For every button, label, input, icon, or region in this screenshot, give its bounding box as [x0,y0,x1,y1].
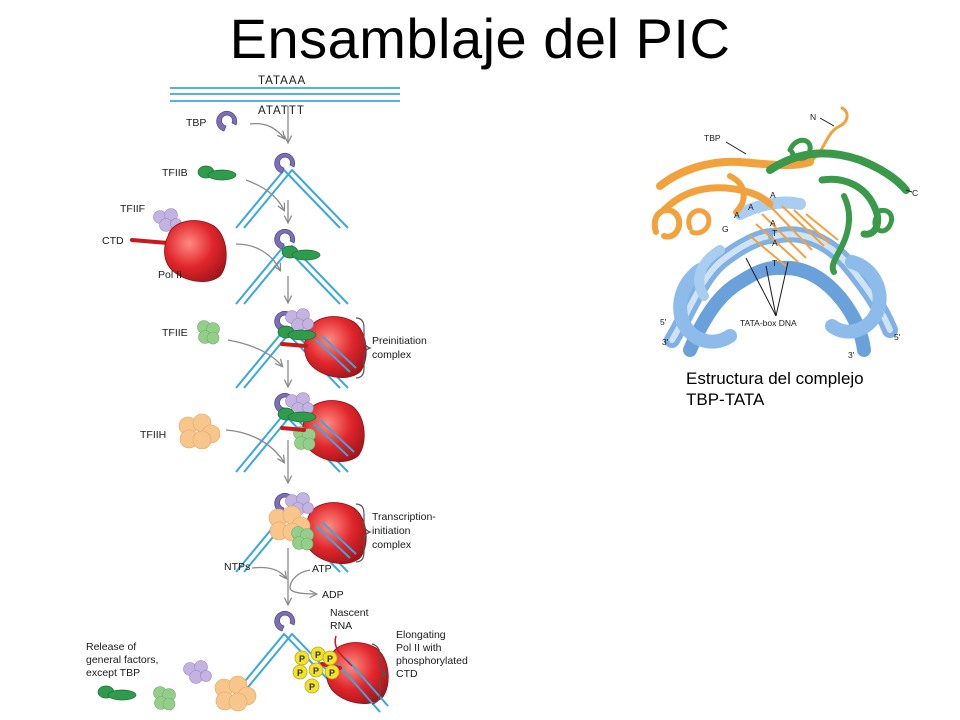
phospho-mark: P [313,666,319,676]
dna-seq-bottom: ATATTT [258,105,305,117]
label-tfiie: TFIIE [162,327,188,339]
label-tbp: TBP [186,117,206,129]
base-label: A [772,238,778,248]
label-elongating-1: Elongating [396,629,446,641]
caption-line-1: Estructura del complejo [686,369,864,388]
label-release-2: general factors, [86,654,158,666]
elongating-label: Elongating Pol II with phosphorylated CT… [371,629,468,705]
dna-ribbons [664,196,898,357]
tbp-bound-icon [274,610,296,632]
label-tfiib: TFIIB [162,167,188,179]
released-factors: Release of general factors, except TBP [86,641,257,712]
tfiie-released-icon [153,686,176,711]
step-pol2: TFIIF CTD Pol II [102,203,349,305]
pointer-lines [725,117,913,317]
label-initiation-2: initiation [372,525,411,537]
step-tfiib: TFIIB [162,152,349,229]
step-tbp: TBP [186,110,284,138]
step-tfiih: TFIIH [140,392,365,473]
struct-label-n: N [810,112,816,122]
phospho-mark: P [297,668,303,678]
phospho-ctd: P P P P P P P [292,646,340,694]
struct-label-3-left: 3' [662,337,669,347]
struct-label-5-left: 5' [660,317,667,327]
label-elongating-4: CTD [396,668,418,680]
base-label: T [772,258,777,268]
tbp-icon [216,110,238,132]
label-elongating-3: phosphorylated [396,655,468,667]
phospho-mark: P [327,654,333,664]
base-label: A [770,218,776,228]
struct-label-tata-box: TATA-box DNA [740,318,797,328]
label-ctd: CTD [102,235,124,247]
energy-inputs: NTPs ATP ADP [224,561,344,601]
structure-caption: Estructura del complejo TBP-TATA [686,368,864,410]
phospho-mark: P [329,668,335,678]
label-elongating-2: Pol II with [396,642,442,654]
tbp-green-domain [766,137,910,275]
caption-line-2: TBP-TATA [686,390,765,409]
label-adp: ADP [322,589,344,601]
dna-duplex: TATAAA ATATTT [170,75,400,117]
struct-label-3-right: 3' [848,350,855,360]
label-tfiif: TFIIF [120,203,145,215]
tfiih-released-icon [214,675,257,712]
label-nascent-rna-1: Nascent [330,607,369,619]
phospho-mark: P [315,650,321,660]
tfiie-bound-icon [291,526,314,551]
struct-label-5-right: 5' [894,332,901,342]
tbp-tata-structure: TBP N C TATA-box DNA 5' 3' 5' 3' A A A G… [651,106,918,360]
base-label: A [734,210,740,220]
label-initiation-1: Transcription- [372,511,436,523]
struct-label-c: C [912,188,918,198]
label-pol2: Pol II [158,269,182,281]
tfiif-released-icon [183,660,212,684]
label-tfiih: TFIIH [140,429,166,441]
base-label: G [722,224,729,234]
tfiib-bound-icon [281,245,321,261]
tfiib-icon [197,165,237,181]
step-tfiie: TFIIE Preinitiation complex [162,308,427,389]
label-release-1: Release of [86,641,136,653]
tfiib-released-icon [97,685,137,701]
label-nascent-rna-2: RNA [330,620,352,632]
step-elongation: Nascent RNA [235,607,389,713]
label-ntps: NTPs [224,561,250,573]
base-label: A [770,190,776,200]
base-label: T [772,228,777,238]
struct-label-tbp: TBP [704,133,721,143]
pol2-complex-icon [304,316,367,378]
phospho-mark: P [309,682,315,692]
step-initiation: Transcription- initiation complex [235,492,436,573]
phospho-mark: P [299,654,305,664]
pol2-complex-icon [304,502,367,564]
label-initiation-3: complex [372,539,412,551]
slide-title: Ensamblaje del PIC [229,7,731,70]
label-atp: ATP [312,563,332,575]
dna-fork-1 [235,169,349,229]
tfiih-icon [178,413,221,450]
base-pairs [749,205,839,267]
label-preinitiation-2: complex [372,349,412,361]
label-release-3: except TBP [86,667,140,679]
tfiie-icon [197,320,220,345]
label-preinitiation-1: Preinitiation [372,335,427,347]
tbp-orange-domain [651,106,849,240]
dna-seq-top: TATAAA [258,75,306,87]
base-label: A [748,202,754,212]
